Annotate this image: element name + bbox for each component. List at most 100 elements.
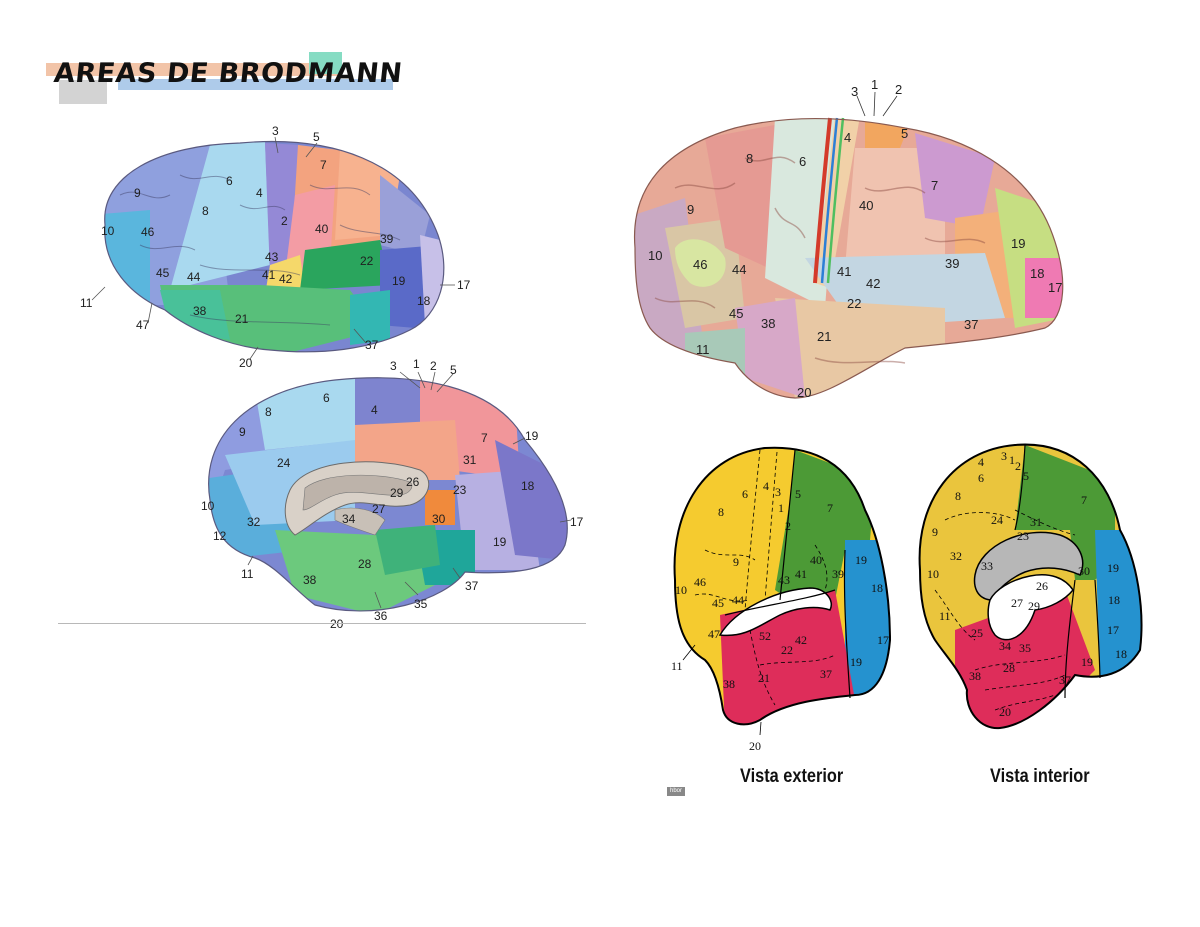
area-label: 41 [262,268,276,282]
area-label: 20 [330,617,344,631]
area-label: 5 [901,126,908,141]
area-label: 36 [374,609,388,623]
area-label: 20 [797,385,811,400]
area-label: 18 [1108,593,1120,607]
area-label: 1 [778,501,784,515]
area-label: 47 [136,318,150,332]
area-label: 4 [978,455,984,469]
area-label: 38 [969,669,981,683]
area-label: 11 [696,342,710,357]
medial-brain-labels: 3 1 2 5 8 6 4 9 7 19 24 31 26 29 23 18 1… [201,357,584,631]
area-label: 30 [432,512,446,526]
area-label: 5 [1023,469,1029,483]
area-label: 39 [832,567,844,581]
area-label: 23 [453,483,467,497]
area-label: 32 [950,549,962,563]
area-label: 38 [303,573,317,587]
area-label: 12 [213,529,227,543]
area-label: 46 [141,225,155,239]
area-label: 11 [671,659,683,673]
area-label: 19 [855,553,867,567]
area-label: 6 [323,391,330,405]
area-label: 8 [202,204,209,218]
area-label: 2 [281,214,288,228]
area-label: 10 [201,499,215,513]
area-label: 1 [871,77,878,92]
area-label: 7 [931,178,938,193]
area-label: 10 [101,224,115,238]
area-label: 11 [80,296,93,310]
area-label: 33 [981,559,993,573]
lateral-brain-labels: 3 5 6 4 7 9 8 2 40 10 46 43 41 42 39 22 … [80,124,471,370]
area-label: 24 [991,513,1003,527]
medial-brain-diagram: 3 1 2 5 8 6 4 9 7 19 24 31 26 29 23 18 1… [201,357,584,631]
area-label: 17 [1048,280,1062,295]
area-label: 47 [708,627,720,641]
area-label: 3 [272,124,279,138]
area-label: 41 [837,264,851,279]
area-label: 22 [360,254,374,268]
area-label: 3 [775,485,781,499]
interior-view-labels: 4 3 1 2 5 6 8 7 24 31 9 23 32 33 30 19 1… [927,449,1127,719]
area-label: 39 [945,256,959,271]
area-label: 18 [871,581,883,595]
area-label: 3 [390,359,397,373]
area-label: 20 [999,705,1011,719]
area-label: 4 [844,130,851,145]
area-label: 37 [1059,673,1071,687]
title-highlight-blue [118,79,393,90]
area-label: 8 [718,505,724,519]
area-label: 8 [265,405,272,419]
area-label: 39 [380,232,394,246]
exterior-view-labels: 6 4 3 5 8 1 7 2 9 40 19 39 43 41 18 10 4… [671,479,889,753]
area-label: 5 [450,363,457,377]
area-label: 1 [1009,453,1015,467]
area-label: 38 [761,316,775,331]
area-label: 2 [895,82,902,97]
area-label: 46 [694,575,706,589]
area-label: 35 [414,597,428,611]
title-block: AREAS DE BRODMANN [46,52,404,106]
area-label: 21 [235,312,249,326]
area-label: 43 [778,573,790,587]
area-label: 10 [648,248,662,263]
area-label: 18 [521,479,535,493]
area-label: 5 [795,487,801,501]
caption-interior-view: Vista interior [990,766,1090,787]
area-label: 29 [1028,599,1040,613]
area-label: 41 [795,567,807,581]
area-label: 2 [430,359,437,373]
area-label: 23 [1017,529,1029,543]
area-label: 3 [1001,449,1007,463]
area-label: 30 [1078,564,1090,578]
area-label: 17 [570,515,584,529]
area-label: 6 [799,154,806,169]
page-title: AREAS DE BRODMANN [52,58,404,89]
area-label: 40 [810,553,822,567]
area-label: 4 [256,186,263,200]
area-label: 38 [193,304,207,318]
area-label: 4 [763,479,769,493]
area-label: 19 [1081,655,1093,669]
area-label: 1 [413,357,420,371]
area-label: 6 [226,174,233,188]
area-label: 17 [1107,623,1119,637]
area-label: 26 [406,475,420,489]
area-label: 45 [156,266,170,280]
area-label: 9 [932,525,938,539]
area-label: 19 [1107,561,1119,575]
area-label: 9 [239,425,246,439]
area-label: 10 [675,583,687,597]
area-label: 32 [247,515,261,529]
area-label: 40 [315,222,329,236]
area-label: 42 [279,272,293,286]
area-label: 37 [365,338,379,352]
area-label: 29 [390,486,404,500]
area-label: 34 [342,512,356,526]
area-label: 11 [939,609,951,623]
area-label: 38 [723,677,735,691]
area-label: 4 [371,403,378,417]
area-label: 19 [493,535,507,549]
area-label: 37 [964,317,978,332]
caption-exterior-view: Vista exterior [740,766,844,787]
